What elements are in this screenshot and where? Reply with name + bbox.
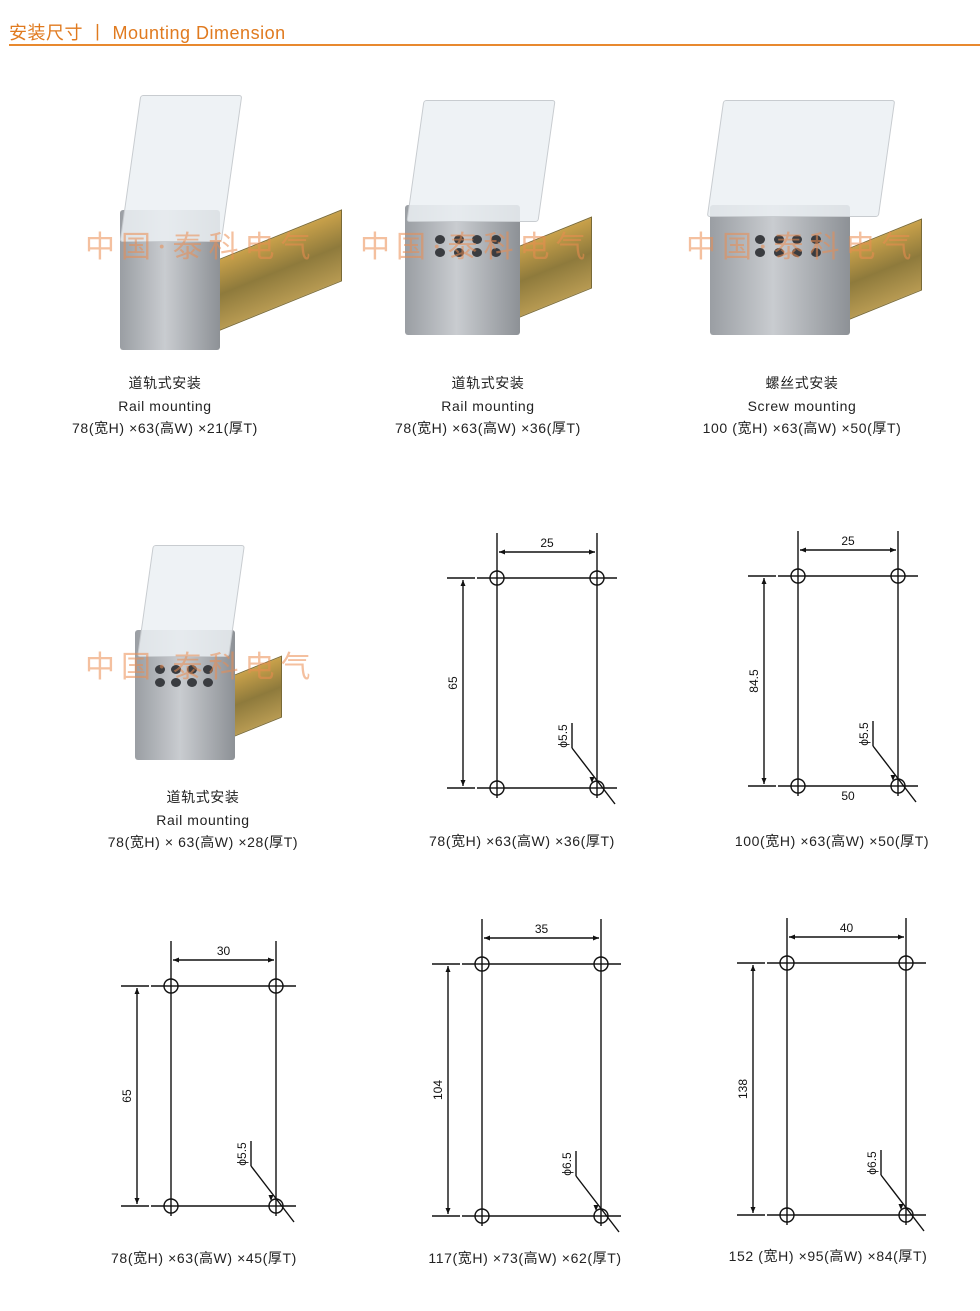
leader-line — [872, 745, 917, 803]
arrowhead — [589, 549, 595, 555]
arrowhead — [460, 580, 466, 586]
mount-type-cn: 道轨式安装 — [451, 375, 525, 391]
hole-drawing-5: 40 138 ϕ6.5 — [736, 918, 926, 1232]
arrowhead — [499, 549, 505, 555]
width-dimension-label: 40 — [840, 921, 854, 935]
mount-type-en: Rail mounting — [118, 397, 212, 414]
mount-type-cn: 螺丝式安装 — [765, 375, 839, 391]
product-photo-3 — [700, 95, 930, 345]
hole-drawing-2: 25 84.5 ϕ5.5 50 — [747, 531, 918, 803]
hole-diameter-label: ϕ5.5 — [556, 724, 570, 748]
width-dimension-label: 30 — [217, 944, 231, 958]
product-caption-1: 道轨式安装 Rail mounting 78(宽H) ×63(高W) ×21(厚… — [15, 372, 315, 440]
drawing-caption-1: 78(宽H) ×63(高W) ×36(厚T) — [429, 833, 615, 849]
hole-drawing-4: 35 104 ϕ6.5 — [431, 919, 621, 1233]
watermark: 中国·泰科电气 — [360, 230, 592, 265]
dimensions: 78(宽H) ×63(高W) ×36(厚T) — [395, 420, 581, 436]
watermark: 中国·泰科电气 — [686, 230, 918, 265]
mount-type-en: Rail mounting — [441, 397, 535, 414]
product-caption-4: 道轨式安装 Rail mounting 78(宽H) × 63(高W) ×28(… — [53, 786, 353, 854]
dimensions: 78(宽H) × 63(高W) ×28(厚T) — [107, 834, 299, 850]
arrowhead — [268, 1195, 274, 1201]
arrowhead — [484, 935, 490, 941]
leader-line — [571, 747, 616, 805]
arrowhead — [593, 935, 599, 941]
mount-type-en: Rail mounting — [156, 811, 250, 828]
leader-line — [880, 1174, 925, 1232]
arrowhead — [593, 1205, 599, 1211]
mount-type-cn: 道轨式安装 — [166, 789, 240, 805]
width-dimension-label: 35 — [535, 922, 549, 936]
drawing-caption-4: 117(宽H) ×73(高W) ×62(厚T) — [428, 1250, 622, 1266]
arrowhead — [750, 1207, 756, 1213]
height-dimension-label: 65 — [446, 676, 460, 690]
mount-type-en: Screw mounting — [747, 397, 857, 414]
hole-diameter-label: ϕ6.5 — [560, 1152, 574, 1176]
hole-diameter-label: ϕ6.5 — [865, 1151, 879, 1175]
product-photo-4 — [130, 540, 282, 770]
leader-line — [575, 1175, 620, 1233]
bottom-dimension-label: 50 — [841, 789, 855, 803]
arrowhead — [445, 966, 451, 972]
watermark: 中国·泰科电气 — [85, 650, 317, 685]
arrowhead — [750, 965, 756, 971]
drawing-caption-3: 78(宽H) ×63(高W) ×45(厚T) — [111, 1250, 297, 1266]
product-photo-1 — [110, 90, 342, 360]
arrowhead — [898, 1204, 904, 1210]
product-caption-3: 螺丝式安装 Screw mounting 100 (宽H) ×63(高W) ×5… — [652, 372, 952, 440]
hole-drawing-3: 30 65 ϕ5.5 — [120, 941, 296, 1223]
arrowhead — [460, 780, 466, 786]
arrowhead — [800, 547, 806, 553]
dimensions: 100 (宽H) ×63(高W) ×50(厚T) — [702, 420, 902, 436]
hole-diameter-label: ϕ5.5 — [235, 1142, 249, 1166]
arrowhead — [268, 957, 274, 963]
width-dimension-label: 25 — [540, 536, 554, 550]
arrowhead — [789, 934, 795, 940]
section-title: 安装尺寸 丨 Mounting Dimension — [9, 23, 286, 43]
arrowhead — [761, 778, 767, 784]
arrowhead — [445, 1208, 451, 1214]
leader-line — [250, 1165, 295, 1223]
product-caption-2: 道轨式安装 Rail mounting 78(宽H) ×63(高W) ×36(厚… — [338, 372, 638, 440]
hole-drawing-1: 25 65 ϕ5.5 — [446, 533, 617, 805]
arrowhead — [898, 934, 904, 940]
title-underline — [9, 44, 980, 46]
arrowhead — [173, 957, 179, 963]
hole-diameter-label: ϕ5.5 — [857, 722, 871, 746]
height-dimension-label: 65 — [120, 1089, 134, 1103]
arrowhead — [890, 775, 896, 781]
arrowhead — [134, 988, 140, 994]
watermark: 中国·泰科电气 — [85, 230, 317, 265]
height-dimension-label: 104 — [431, 1080, 445, 1100]
arrowhead — [134, 1198, 140, 1204]
arrowhead — [761, 578, 767, 584]
dimensions: 78(宽H) ×63(高W) ×21(厚T) — [72, 420, 258, 436]
height-dimension-label: 84.5 — [747, 669, 761, 693]
product-photo-2 — [400, 95, 600, 345]
drawing-caption-5: 152 (宽H) ×95(高W) ×84(厚T) — [728, 1248, 928, 1264]
width-dimension-label: 25 — [841, 534, 855, 548]
height-dimension-label: 138 — [736, 1079, 750, 1099]
drawing-caption-2: 100(宽H) ×63(高W) ×50(厚T) — [734, 833, 930, 849]
mount-type-cn: 道轨式安装 — [128, 375, 202, 391]
arrowhead — [589, 777, 595, 783]
arrowhead — [890, 547, 896, 553]
